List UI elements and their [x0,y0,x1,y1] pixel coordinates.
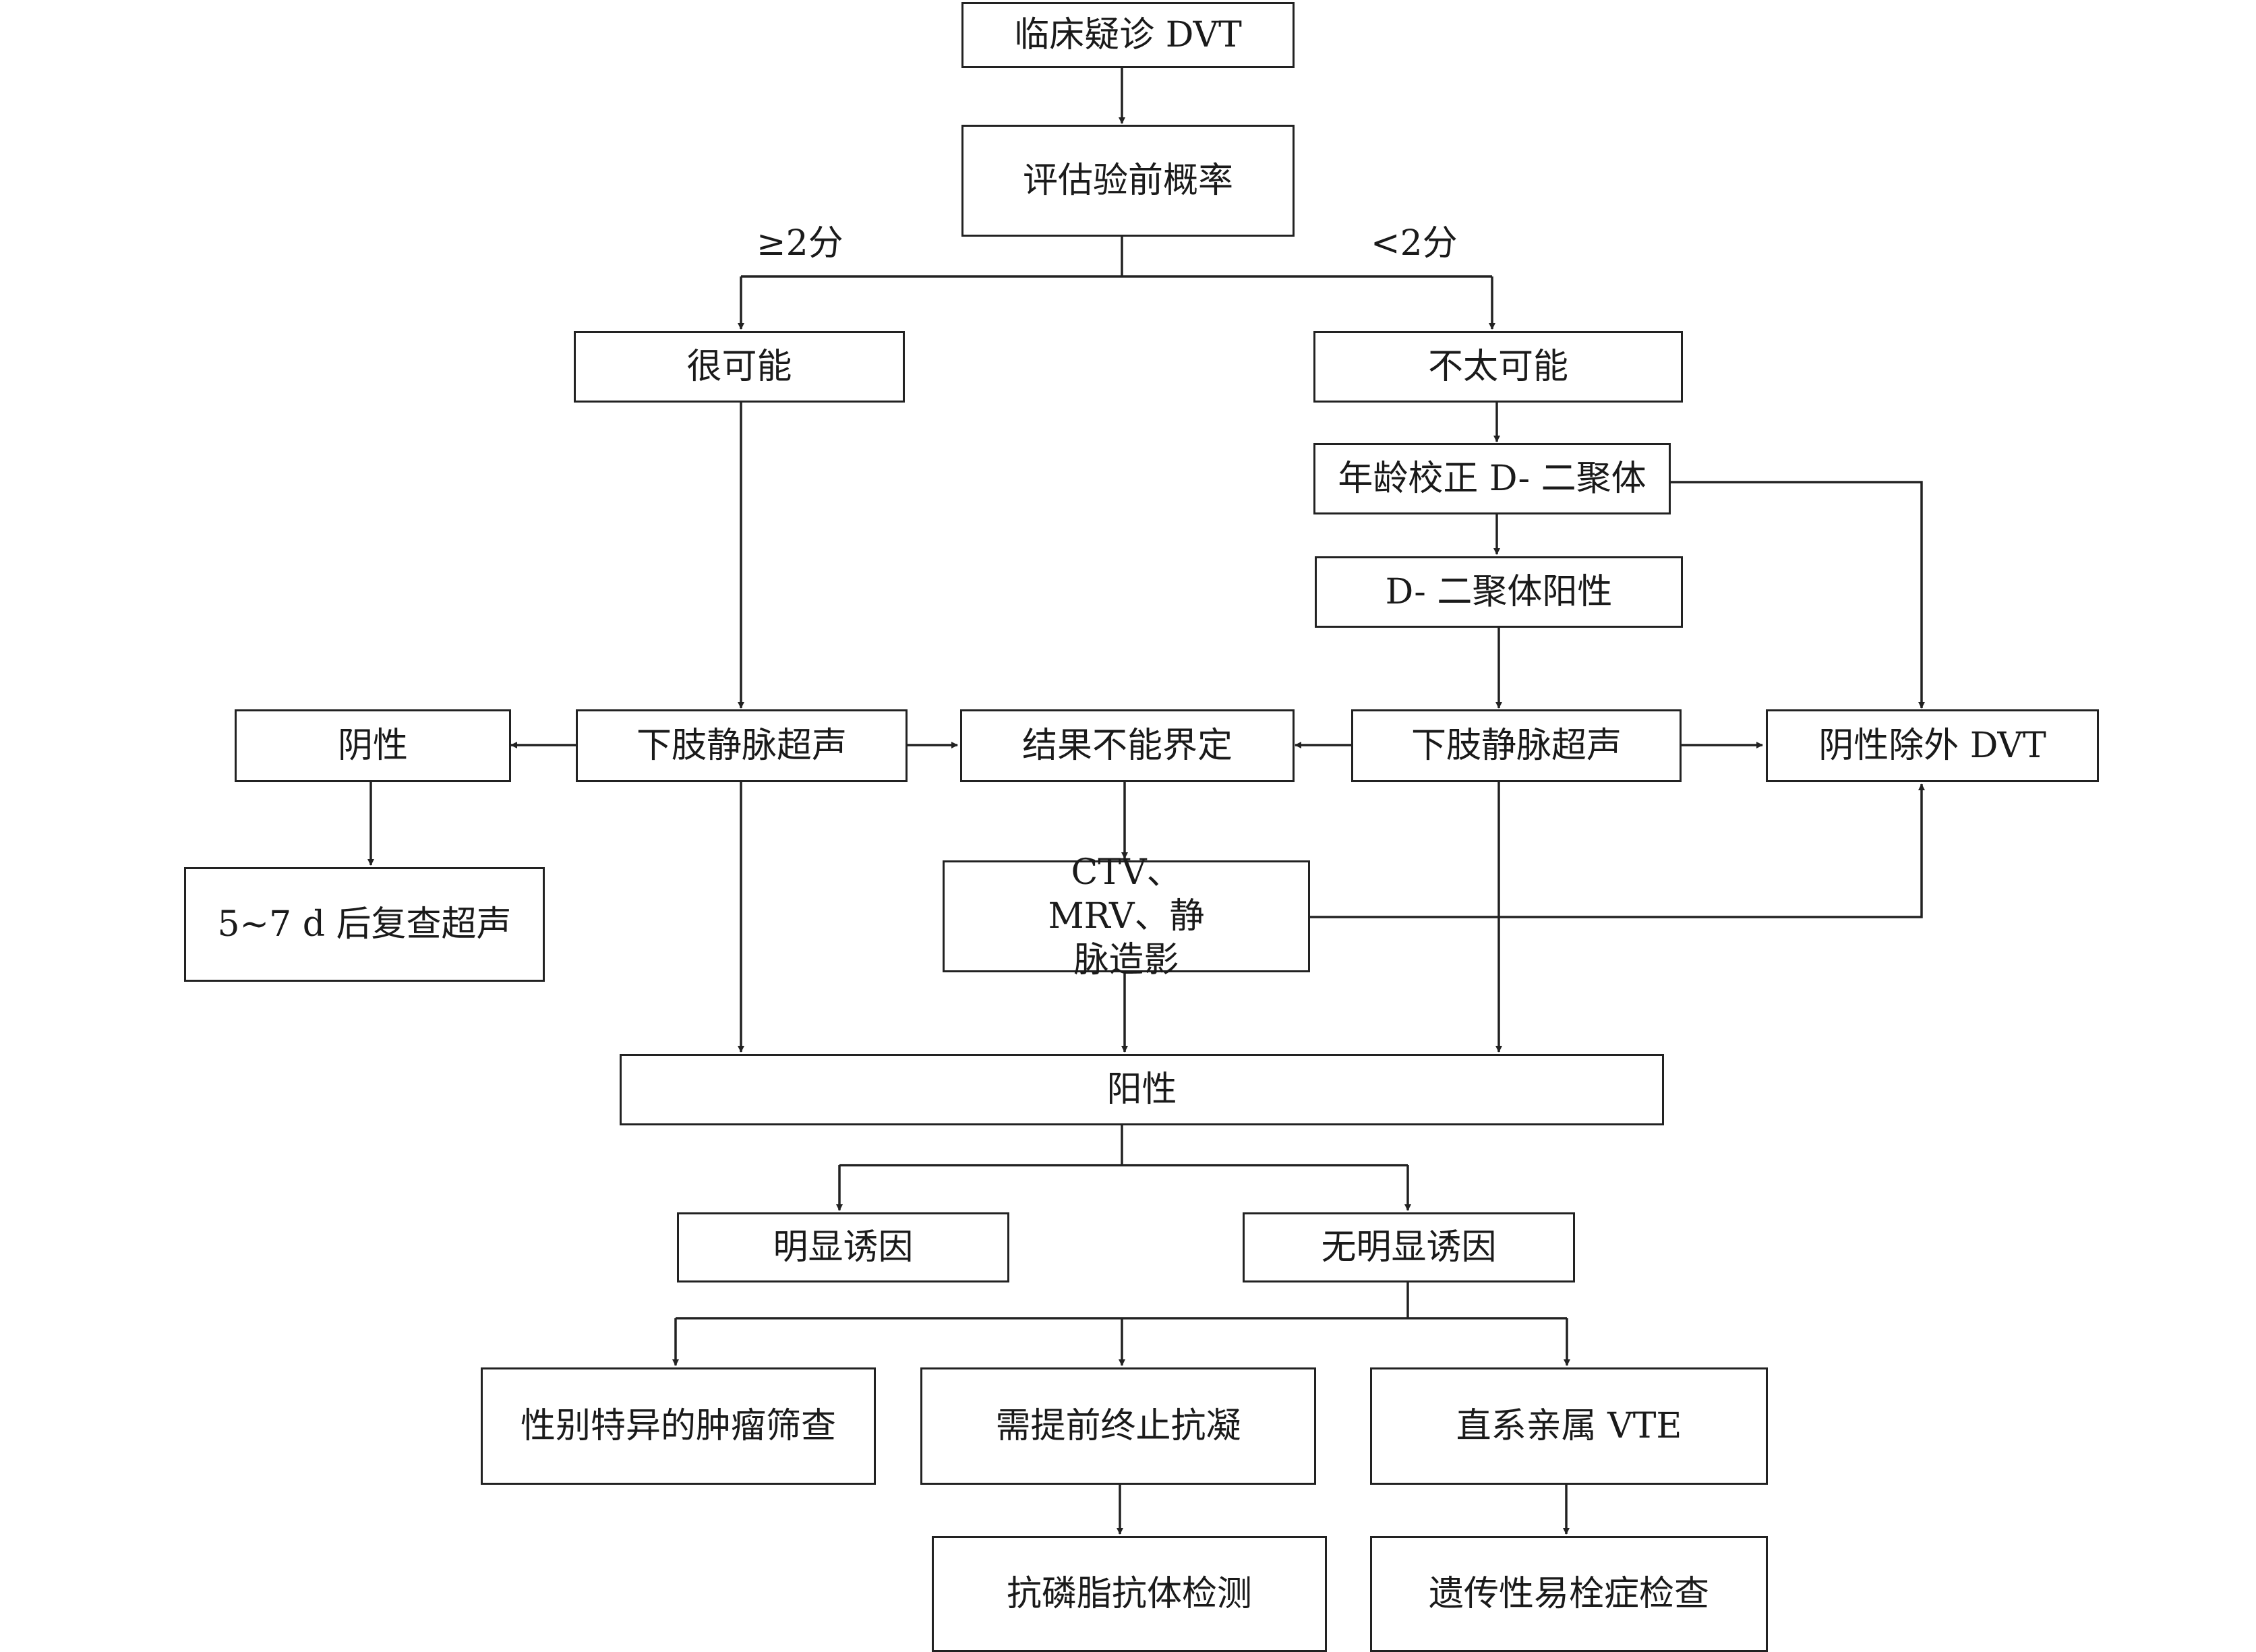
node-likely: 很可能 [574,331,905,403]
node-no-obvious-cause-label: 无明显诱因 [1321,1227,1497,1268]
node-ctv-mrv: CTV、MRV、静脉造影 [943,852,1310,980]
node-obvious-cause-label: 明显诱因 [773,1227,914,1268]
node-tumor-screening: 性别特异的肿瘤筛查 [481,1367,876,1485]
node-obvious-cause: 明显诱因 [677,1212,1009,1282]
node-positive-label: 阳性 [1106,1069,1177,1110]
node-unlikely-label: 不太可能 [1427,346,1568,387]
node-stop-anticoagulation: 需提前终止抗凝 [920,1367,1316,1485]
node-assess-label: 评估验前概率 [1022,160,1233,201]
arrow-ddimer-exclude [1669,481,1925,709]
node-thrombophilia-test: 遗传性易栓症检查 [1370,1536,1768,1652]
node-negative-label: 阴性 [337,725,408,766]
node-exclude-dvt-label: 阴性除外 DVT [1818,725,2046,766]
node-indeterminate: 结果不能界定 [960,709,1295,782]
node-unlikely: 不太可能 [1313,331,1683,403]
node-antibody-test: 抗磷脂抗体检测 [932,1536,1327,1652]
node-negative: 阴性 [235,709,511,782]
node-ddimer-label: 年龄校正 D- 二聚体 [1338,458,1646,499]
node-indeterminate-label: 结果不能界定 [1021,725,1233,766]
node-suspect-dvt: 临床疑诊 DVT [961,2,1295,68]
node-ultrasound-right: 下肢静脉超声 [1351,709,1682,782]
node-suspect-label: 临床疑诊 DVT [1014,14,1242,55]
node-stop-anticoagulation-label: 需提前终止抗凝 [995,1405,1241,1446]
node-relative-vte-label: 直系亲属 VTE [1456,1405,1682,1446]
node-ultrasound-left-label: 下肢静脉超声 [636,725,847,766]
edge-label-high: ≥2分 [756,223,843,264]
node-recheck: 5~7 d 后复查超声 [184,867,545,982]
node-positive: 阳性 [620,1054,1664,1125]
node-tumor-screening-label: 性别特异的肿瘤筛查 [520,1405,836,1446]
node-exclude-dvt: 阴性除外 DVT [1766,709,2099,782]
node-ddimer-positive: D- 二聚体阳性 [1315,556,1683,628]
node-ddimer-positive-label: D- 二聚体阳性 [1385,571,1613,612]
edge-label-low: <2分 [1371,223,1458,264]
node-ultrasound-left: 下肢静脉超声 [576,709,908,782]
node-thrombophilia-test-label: 遗传性易栓症检查 [1428,1573,1709,1614]
node-likely-label: 很可能 [686,346,792,387]
node-ddimer: 年龄校正 D- 二聚体 [1313,443,1671,514]
arrow-ctv-exclude [1309,784,1925,918]
node-antibody-test-label: 抗磷脂抗体检测 [1006,1573,1252,1614]
node-ultrasound-right-label: 下肢静脉超声 [1411,725,1622,766]
node-no-obvious-cause: 无明显诱因 [1243,1212,1575,1282]
node-relative-vte: 直系亲属 VTE [1370,1367,1768,1485]
node-assess-probability: 评估验前概率 [961,125,1295,237]
node-recheck-label: 5~7 d 后复查超声 [217,904,512,945]
node-ctv-mrv-label: CTV、MRV、静脉造影 [1048,852,1205,980]
